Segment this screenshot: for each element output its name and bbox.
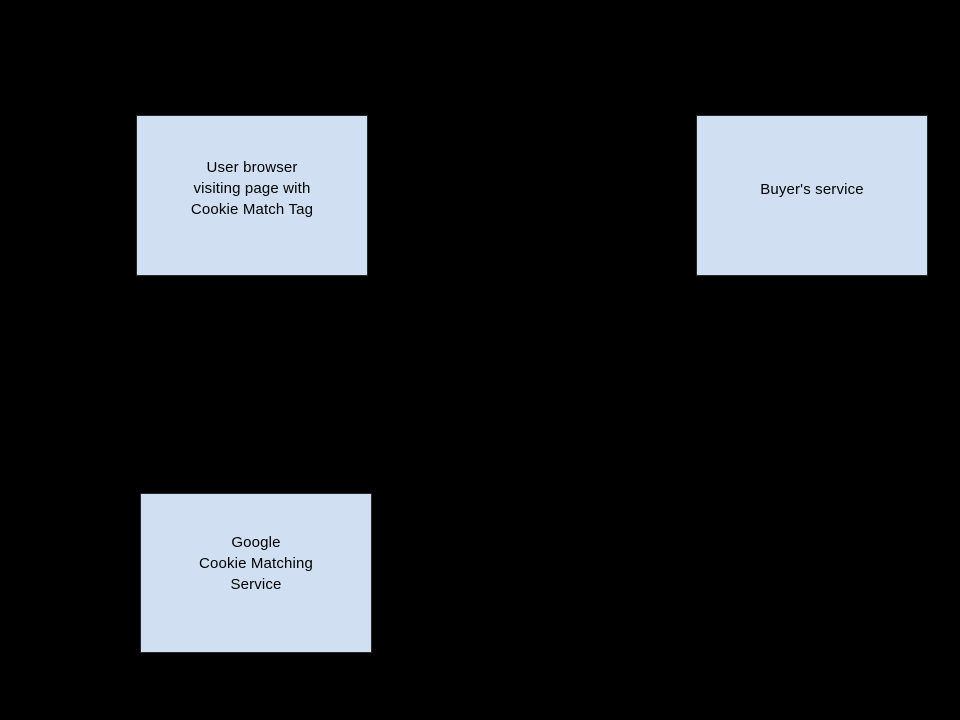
node-buyers-service[interactable]: Buyer's service [696, 115, 928, 276]
node-user-browser-label: User browser visiting page with Cookie M… [190, 159, 314, 218]
node-google-cookie-matching-service[interactable]: Google Cookie Matching Service [140, 493, 372, 653]
node-user-browser[interactable]: User browser visiting page with Cookie M… [136, 115, 368, 276]
node-buyers-service-label: Buyer's service [760, 181, 864, 198]
node-google-cookie-matching-service-label: Google Cookie Matching Service [199, 534, 313, 593]
